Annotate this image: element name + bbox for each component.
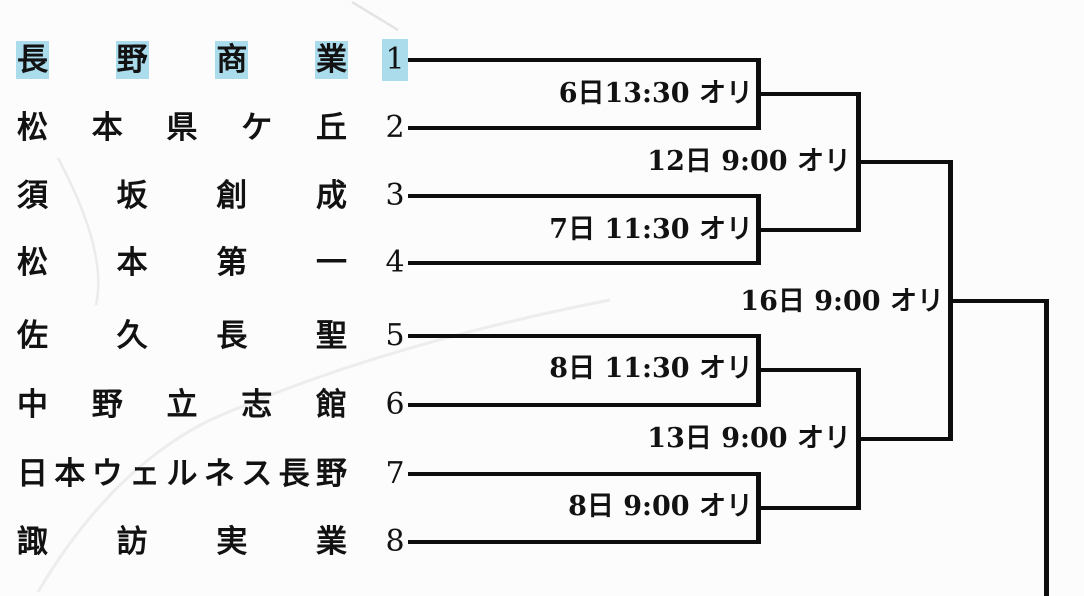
match4-schedule-label: 8日 9:00 オリ	[568, 491, 753, 522]
team-seed-3: 3	[385, 178, 405, 213]
team-name-1: 長野商業	[16, 41, 348, 79]
match1-schedule-label: 6日13:30 オリ	[558, 78, 753, 109]
team-seed-1: 1	[382, 39, 408, 81]
team6-line	[408, 403, 758, 407]
team-seed-6: 6	[385, 387, 405, 422]
quarter2-winner-line	[856, 437, 953, 441]
team-row-6: 中野立志館 6	[0, 384, 420, 426]
quarter2-schedule-label: 13日 9:00 オリ	[647, 423, 851, 454]
team-name-2: 松本県ケ丘	[17, 110, 347, 146]
team-name-6: 中野立志館	[17, 387, 347, 423]
match3-schedule-label: 8日 11:30 オリ	[549, 353, 753, 384]
final-connector	[1044, 299, 1049, 596]
match2-winner-line	[756, 228, 861, 232]
team-seed-5: 5	[385, 318, 405, 353]
quarter1-winner-line	[856, 160, 953, 164]
team-name-8: 諏訪実業	[17, 524, 347, 560]
match1-winner-line	[756, 92, 861, 96]
team-seed-8: 8	[385, 524, 405, 559]
quarter1-schedule-label: 12日 9:00 オリ	[647, 146, 851, 177]
team-name-3: 須坂創成	[17, 178, 347, 214]
team-name-4: 松本第一	[17, 245, 347, 281]
team-row-2: 松本県ケ丘 2	[0, 107, 420, 149]
team-row-1: 長野商業 1	[0, 39, 420, 81]
team7-line	[408, 472, 758, 476]
team-name-5: 佐久長聖	[17, 318, 347, 354]
team5-line	[408, 334, 758, 338]
team-row-8: 諏訪実業 8	[0, 521, 420, 563]
team-name-7: 日本ウェルネス長野	[17, 456, 347, 492]
team-row-4: 松本第一 4	[0, 242, 420, 284]
team-row-5: 佐久長聖 5	[0, 315, 420, 357]
team1-line	[408, 58, 758, 62]
match2-schedule-label: 7日 11:30 オリ	[549, 214, 753, 245]
team8-line	[408, 540, 758, 544]
team3-line	[408, 194, 758, 198]
semi-schedule-label: 16日 9:00 オリ	[740, 286, 944, 317]
team-row-3: 須坂創成 3	[0, 175, 420, 217]
match4-winner-line	[756, 506, 861, 510]
team-seed-2: 2	[385, 110, 405, 145]
team4-line	[408, 261, 758, 265]
match3-winner-line	[756, 368, 861, 372]
semi-winner-line	[948, 299, 1049, 303]
team-row-7: 日本ウェルネス長野 7	[0, 453, 420, 495]
team-seed-4: 4	[385, 245, 405, 280]
team-seed-7: 7	[385, 456, 405, 491]
team2-line	[408, 126, 758, 130]
